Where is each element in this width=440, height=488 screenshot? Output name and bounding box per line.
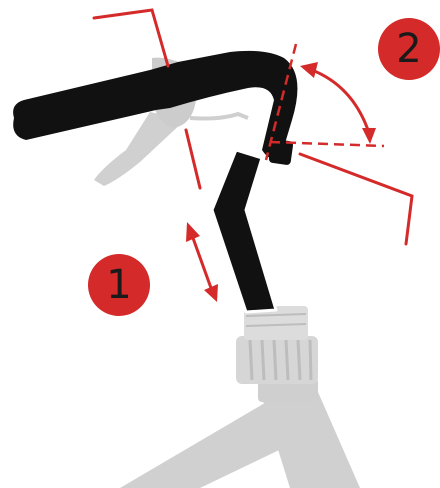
callout-lines bbox=[92, 8, 414, 246]
height-adjust-arrow bbox=[186, 222, 218, 302]
brake-lever-blade bbox=[94, 112, 185, 186]
handlebar bbox=[13, 50, 298, 161]
angle-arrow-head-bottom bbox=[362, 128, 376, 144]
headset bbox=[236, 306, 318, 402]
locknut-ridges bbox=[248, 339, 313, 381]
step-badge-1: 1 bbox=[88, 254, 150, 316]
height-arrow-head-top bbox=[186, 222, 200, 242]
dashed-reference-lines bbox=[264, 43, 385, 161]
angle-arrow-head-top bbox=[300, 62, 318, 78]
steerer-axis-line bbox=[264, 43, 298, 161]
callout-line-right bbox=[298, 152, 414, 246]
spacer-ridges bbox=[245, 313, 307, 327]
frame-tubes bbox=[120, 392, 360, 488]
head-tube bbox=[262, 392, 360, 488]
callout-line-left-extension bbox=[184, 128, 202, 190]
stem-body bbox=[210, 148, 278, 314]
stem bbox=[210, 139, 294, 314]
callout-line-left bbox=[92, 8, 170, 68]
step-badge-2: 2 bbox=[378, 18, 440, 80]
step-badge-1-label: 1 bbox=[106, 262, 132, 308]
height-arrow-head-bottom bbox=[204, 284, 218, 302]
horizontal-reference-line bbox=[269, 140, 385, 148]
top-tube bbox=[120, 400, 300, 488]
brake-cable bbox=[189, 111, 249, 121]
step-badge-2-label: 2 bbox=[396, 26, 422, 72]
angle-adjust-arrow bbox=[300, 62, 376, 144]
